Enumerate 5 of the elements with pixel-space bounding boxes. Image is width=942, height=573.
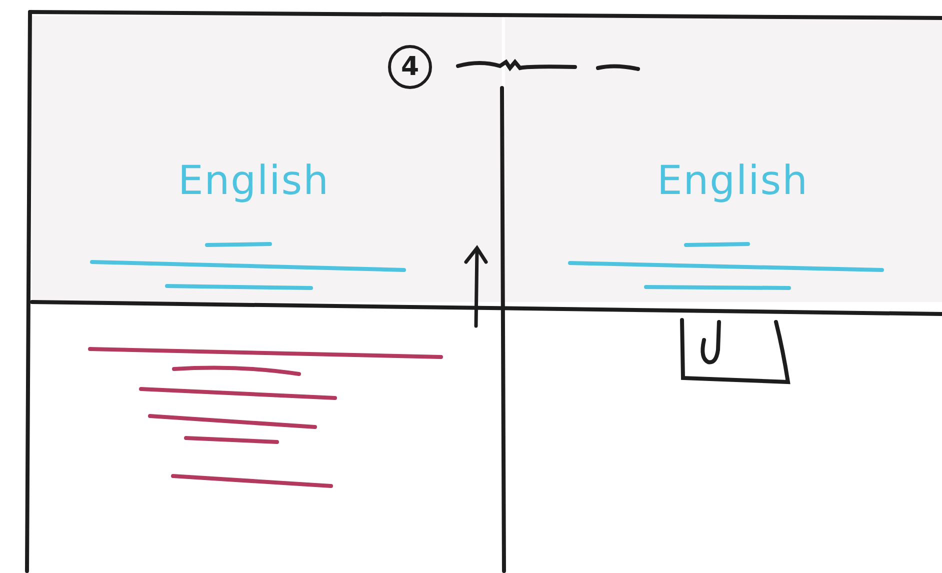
panel xyxy=(32,16,502,302)
callout-number: 4 xyxy=(388,45,432,89)
panel xyxy=(505,18,942,302)
heading-text: English xyxy=(178,158,330,204)
heading-text: English xyxy=(657,158,808,204)
